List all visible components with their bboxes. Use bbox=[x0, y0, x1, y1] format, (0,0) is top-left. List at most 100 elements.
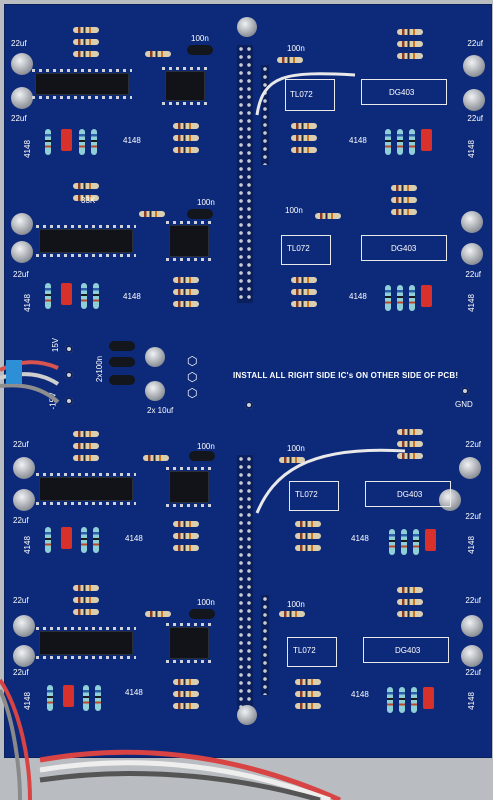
label-22uf: 22uf bbox=[11, 39, 27, 48]
resistor bbox=[413, 529, 419, 555]
resistor bbox=[291, 289, 317, 295]
resistor bbox=[79, 129, 85, 155]
resistor bbox=[315, 213, 341, 219]
resistor bbox=[73, 585, 99, 591]
label-22uf: 22uf bbox=[467, 114, 483, 123]
power-pad bbox=[65, 397, 73, 405]
ic-socket-tl072 bbox=[287, 637, 337, 667]
electrolytic-capacitor bbox=[11, 53, 33, 75]
resistor bbox=[173, 691, 199, 697]
label-22uf: 22uf bbox=[465, 512, 481, 521]
label-22uf: 22uf bbox=[13, 516, 29, 525]
label-22uf: 22uf bbox=[465, 596, 481, 605]
resistor bbox=[173, 123, 199, 129]
resistor bbox=[397, 453, 423, 459]
resistor bbox=[173, 545, 199, 551]
resistor bbox=[93, 283, 99, 309]
electrolytic-capacitor bbox=[461, 243, 483, 265]
resistor bbox=[173, 289, 199, 295]
resistor bbox=[385, 129, 391, 155]
electrolytic-capacitor bbox=[13, 645, 35, 667]
power-pad bbox=[65, 371, 73, 379]
resistor bbox=[73, 195, 99, 201]
label-22uf: 22uf bbox=[13, 270, 29, 279]
resistor bbox=[295, 679, 321, 685]
film-capacitor bbox=[421, 285, 432, 307]
resistor bbox=[397, 29, 423, 35]
label-dg403: DG403 bbox=[397, 490, 423, 499]
ic-socket-tl072 bbox=[289, 481, 339, 511]
label-4148: 4148 bbox=[349, 292, 367, 301]
resistor bbox=[173, 533, 199, 539]
resistor bbox=[139, 211, 165, 217]
resistor bbox=[387, 687, 393, 713]
resistor bbox=[397, 611, 423, 617]
label-dg403: DG403 bbox=[389, 88, 415, 97]
resistor bbox=[295, 533, 321, 539]
resistor bbox=[173, 277, 199, 283]
electrolytic-capacitor bbox=[11, 87, 33, 109]
electrolytic-capacitor bbox=[13, 489, 35, 511]
resistor bbox=[93, 527, 99, 553]
resistor bbox=[73, 443, 99, 449]
resistor bbox=[409, 285, 415, 311]
label-4148: 4148 bbox=[125, 688, 143, 697]
hexagon-marker: ⬡ bbox=[187, 354, 198, 368]
electrolytic-capacitor bbox=[461, 645, 483, 667]
label-dg403: DG403 bbox=[395, 646, 421, 655]
resistor bbox=[73, 597, 99, 603]
resistor bbox=[73, 431, 99, 437]
pcb-board: 22uf 22uf 100n 4148 4148 22uf 22uf TL072… bbox=[4, 4, 492, 758]
ic-chip bbox=[36, 225, 136, 257]
ceramic-capacitor bbox=[189, 609, 215, 619]
electrolytic-capacitor bbox=[13, 615, 35, 637]
resistor bbox=[391, 185, 417, 191]
resistor bbox=[397, 587, 423, 593]
label-tl072: TL072 bbox=[290, 90, 313, 99]
resistor bbox=[409, 129, 415, 155]
resistor bbox=[295, 703, 321, 709]
ic-socket-tl072 bbox=[281, 235, 331, 265]
resistor bbox=[397, 41, 423, 47]
pin-header bbox=[237, 45, 253, 303]
label-100n: 100n bbox=[197, 198, 215, 207]
resistor bbox=[295, 691, 321, 697]
resistor bbox=[81, 527, 87, 553]
label-4148: 4148 bbox=[349, 136, 367, 145]
resistor bbox=[397, 129, 403, 155]
ceramic-capacitor bbox=[109, 357, 135, 367]
label-2x10uf: 2x 10uf bbox=[147, 406, 174, 415]
resistor bbox=[73, 455, 99, 461]
ceramic-capacitor bbox=[187, 45, 213, 55]
electrolytic-capacitor bbox=[13, 457, 35, 479]
electrolytic-capacitor bbox=[461, 615, 483, 637]
resistor bbox=[397, 429, 423, 435]
resistor bbox=[173, 301, 199, 307]
hexagon-marker: ⬡ bbox=[187, 370, 198, 384]
film-capacitor bbox=[63, 685, 74, 707]
ic-socket-tl072 bbox=[285, 79, 335, 111]
ic-socket-dg403 bbox=[361, 79, 447, 105]
resistor bbox=[45, 527, 51, 553]
resistor bbox=[397, 599, 423, 605]
resistor bbox=[173, 521, 199, 527]
resistor bbox=[399, 687, 405, 713]
label-tl072: TL072 bbox=[295, 490, 318, 499]
resistor bbox=[391, 209, 417, 215]
label-4148: 4148 bbox=[123, 292, 141, 301]
resistor bbox=[279, 457, 305, 463]
ic-socket-dg403 bbox=[363, 637, 449, 663]
label-22uf: 22uf bbox=[13, 440, 29, 449]
electrolytic-capacitor bbox=[11, 241, 33, 263]
resistor bbox=[145, 51, 171, 57]
resistor bbox=[279, 611, 305, 617]
label-22uf: 22uf bbox=[13, 668, 29, 677]
resistor bbox=[173, 135, 199, 141]
film-capacitor bbox=[421, 129, 432, 151]
film-capacitor bbox=[423, 687, 434, 709]
label-dg403: DG403 bbox=[391, 244, 417, 253]
label-100n: 100n bbox=[287, 444, 305, 453]
resistor bbox=[291, 135, 317, 141]
electrolytic-capacitor bbox=[463, 89, 485, 111]
label-100n: 100n bbox=[191, 34, 209, 43]
